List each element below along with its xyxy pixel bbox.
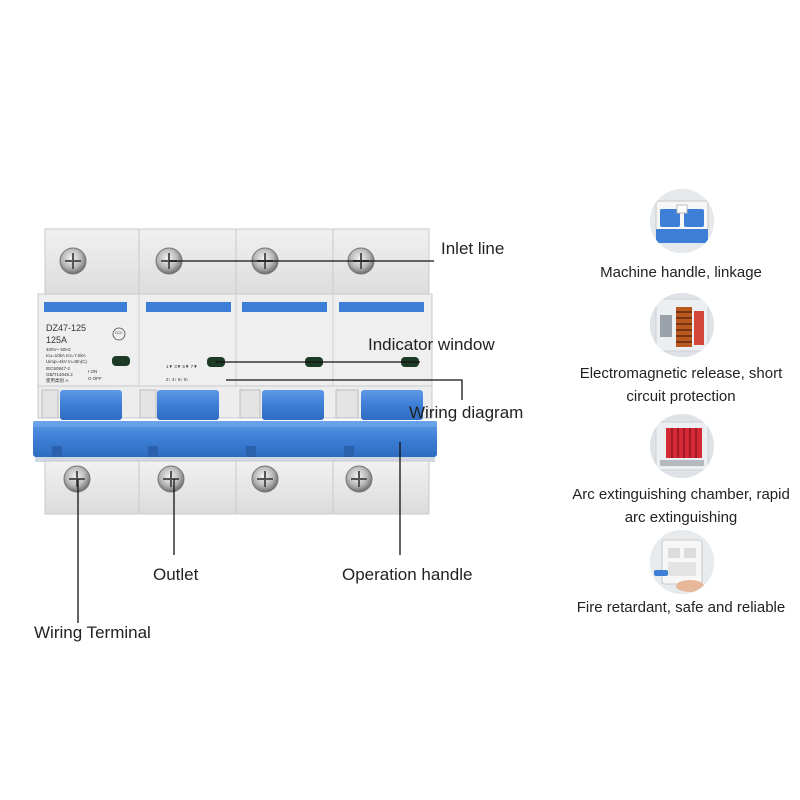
handle-linkage-icon <box>650 189 714 253</box>
terminal-screws <box>59 247 375 493</box>
feature-4-line-1: Fire retardant, safe and reliable <box>576 599 786 616</box>
cert-mark: CCC <box>115 331 123 335</box>
coil-icon <box>650 293 714 357</box>
standard-2: GB/T14048.2 <box>46 372 73 377</box>
feature-caption-4: Fire retardant, safe and reliable <box>541 596 800 619</box>
toggle-handles <box>60 390 423 420</box>
wiring-diagram-top: 1▼ 3▼ 5▼ 7▼ <box>166 364 198 369</box>
feature-3-line-1: Arc extinguishing chamber, rapid <box>572 486 790 503</box>
feature-caption-2: Electromagnetic release, short circuit p… <box>541 362 800 408</box>
bottom-terminal-blocks <box>44 460 430 515</box>
callout-leader-lines <box>77 260 463 623</box>
on-label: I ON <box>88 369 98 374</box>
callout-operation-handle: Operation handle <box>342 565 473 584</box>
off-label: O OFF <box>88 376 102 381</box>
callout-indicator-window: Indicator window <box>368 335 495 354</box>
feature-2-line-2: circuit protection <box>626 388 736 405</box>
rating-label: 125A <box>46 335 68 345</box>
category-label: 使用类别 A <box>46 378 69 383</box>
feature-3-line-2: arc extinguishing <box>624 509 738 526</box>
fire-retardant-icon <box>650 530 714 594</box>
spec-line-3: Uimp=4kV In=8In(C) <box>46 359 88 364</box>
feature-caption-1: Machine handle, linkage <box>541 261 800 284</box>
standard-1: IEC60947-2 <box>46 366 71 371</box>
feature-2-line-1: Electromagnetic release, short <box>579 365 783 382</box>
callout-outlet: Outlet <box>153 565 199 584</box>
feature-caption-3: Arc extinguishing chamber, rapid arc ext… <box>541 483 800 529</box>
callout-wiring-diagram: Wiring diagram <box>409 403 524 422</box>
spec-line-2: Icu=10kA Ics=7.5kA <box>46 353 86 358</box>
arc-chamber-icon <box>650 414 714 478</box>
feature-1-line-1: Machine handle, linkage <box>600 264 762 281</box>
callout-inlet-line: Inlet line <box>441 239 505 258</box>
callout-wiring-terminal: Wiring Terminal <box>34 623 151 642</box>
wiring-diagram-bottom: 2↑ 4↑ 6↑ 8↑ <box>166 377 189 382</box>
spec-line-1: 400V~ 50Hz <box>46 347 71 352</box>
operation-handle-bar <box>33 421 437 462</box>
model-label: DZ47-125 <box>46 323 87 333</box>
